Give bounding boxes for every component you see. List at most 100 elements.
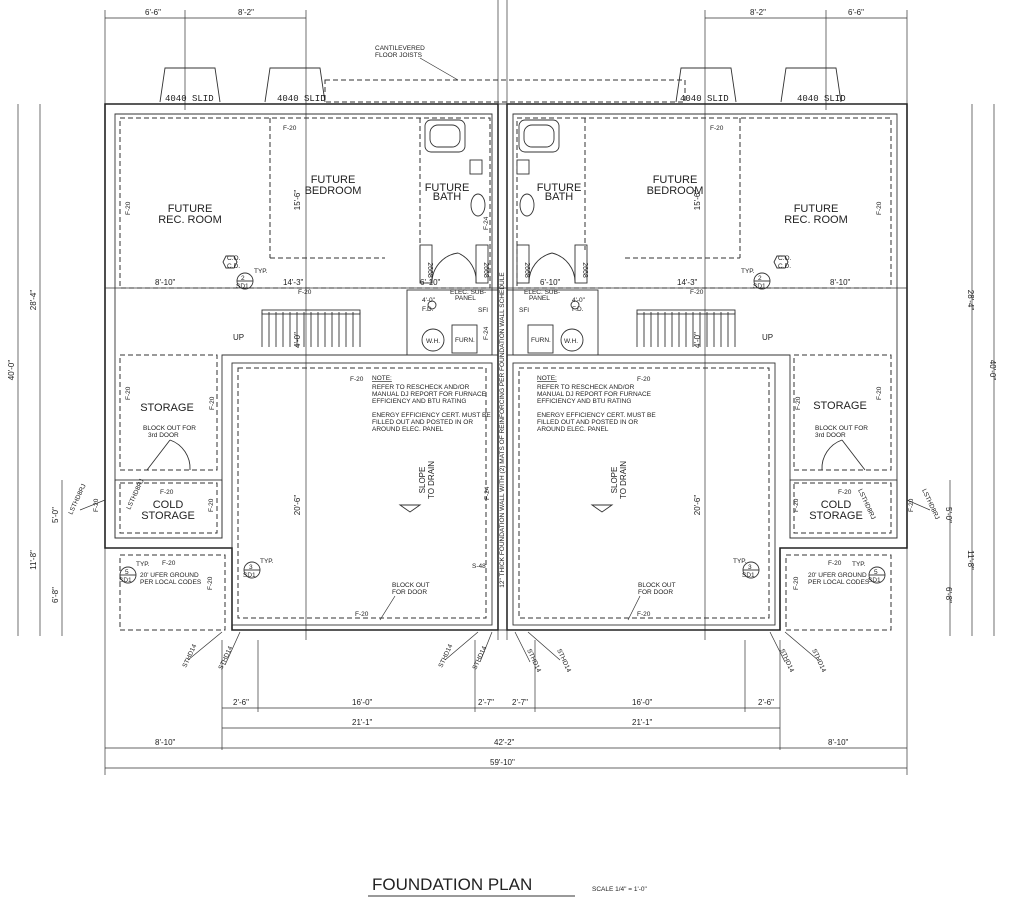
stairs bbox=[261, 309, 736, 347]
f20-1: F-20 bbox=[283, 125, 297, 132]
cold-r-2: STORAGE bbox=[809, 510, 863, 522]
elec-l-1: ELEC. SUB- bbox=[450, 289, 486, 296]
bottom-dimensions: 2'-6" 16'-0" 2'-7" 2'-7" 16'-0" 2'-6" 21… bbox=[105, 640, 907, 769]
block3-r-1: BLOCK OUT FOR bbox=[815, 425, 868, 432]
cold-l-1: COLD bbox=[153, 499, 184, 511]
dim-4-r: 4'-0" bbox=[693, 332, 702, 348]
f20-5: F-20 bbox=[350, 376, 364, 383]
dim-top-r2: 6'-6" bbox=[848, 8, 864, 17]
det-2-l: 2 bbox=[241, 275, 245, 282]
up-r: UP bbox=[762, 333, 773, 342]
dim-6-10-b: 6'-10" bbox=[540, 278, 561, 287]
outer-walls bbox=[104, 103, 908, 631]
dim-15-6-l: 15'-6" bbox=[293, 190, 302, 211]
wh-r: W.H. bbox=[564, 338, 578, 345]
note-line: EFFICIENCY AND BTU RATING bbox=[372, 398, 466, 405]
center-wall-note: 12" THICK FOUNDATION WALL WITH (2) MATS … bbox=[499, 272, 506, 588]
dim-6-8-right: 6'-8" bbox=[944, 587, 953, 603]
dim-top-l2: 8'-2" bbox=[238, 8, 254, 17]
door-label-3: 2668 bbox=[523, 262, 530, 278]
cold-l-2: STORAGE bbox=[141, 510, 195, 522]
f24-3: F-24 bbox=[483, 326, 490, 340]
dim-2-7-b: 2'-7" bbox=[512, 698, 528, 707]
side-dimensions: 40'-0" 28'-4" 11'-8" 5'-0" 6'-8" 40'-0" … bbox=[7, 104, 997, 636]
cantilever-note-2: FLOOR JOISTS bbox=[375, 52, 423, 59]
block3-l-2: 3rd DOOR bbox=[148, 432, 179, 439]
door-label-4: 2668 bbox=[581, 262, 588, 278]
co-r: C.O. bbox=[778, 255, 792, 262]
f20-3: F-20 bbox=[298, 289, 312, 296]
dim-40-right: 40'-0" bbox=[988, 360, 997, 381]
strap-5: STHD14 bbox=[525, 648, 542, 674]
det-sd1-f: SD1 bbox=[868, 577, 881, 584]
f20-9: F-20 bbox=[162, 560, 176, 567]
f20-21: F-20 bbox=[93, 498, 100, 512]
dim-40-left: 40'-0" bbox=[7, 360, 16, 381]
cd-r: C.D. bbox=[778, 263, 791, 270]
slope-l-1: SLOPE bbox=[418, 467, 427, 494]
note-line: ENERGY EFFICIENCY CERT. MUST BE bbox=[537, 412, 656, 419]
up-l: UP bbox=[233, 333, 244, 342]
det-sd1-c: SD1 bbox=[243, 572, 256, 579]
dim-20-6-l: 20'-6" bbox=[293, 495, 302, 516]
det-2-r: 2 bbox=[758, 275, 762, 282]
drawing-title: FOUNDATION PLAN bbox=[372, 875, 532, 894]
window-bays: 4040 SLID 4040 SLID 4040 SLID 4040 SLID bbox=[159, 67, 846, 104]
door-label-1: 2668 bbox=[426, 262, 433, 278]
bedroom-r-2: BEDROOM bbox=[647, 185, 704, 197]
bath-l-2: BATH bbox=[433, 191, 462, 203]
bedroom-l-1: FUTURE bbox=[311, 174, 356, 186]
det-3-l: 3 bbox=[249, 564, 253, 571]
dim-5-left: 5'-0" bbox=[51, 507, 60, 523]
det-sd1-d: SD1 bbox=[742, 572, 755, 579]
fd-dim-r: 4'-0" bbox=[572, 297, 586, 304]
window-label-4: 4040 SLID bbox=[797, 94, 846, 104]
note-line: MANUAL DJ REPORT FOR FURNACE bbox=[537, 391, 652, 398]
f20-18: F-20 bbox=[795, 396, 802, 410]
dim-28-4-left: 28'-4" bbox=[29, 290, 38, 311]
dim-42-2: 42'-2" bbox=[494, 738, 515, 747]
f20-17: F-20 bbox=[209, 396, 216, 410]
mechanical-room bbox=[406, 289, 599, 356]
f20-16: F-20 bbox=[876, 386, 883, 400]
dim-14-3-b: 14'-3" bbox=[677, 278, 698, 287]
f20-2: F-20 bbox=[710, 125, 724, 132]
rec-room-l-2: REC. ROOM bbox=[158, 214, 222, 226]
dim-8-10-d: 8'-10" bbox=[828, 738, 849, 747]
window-label-2: 4040 SLID bbox=[277, 94, 326, 104]
dim-16-a: 16'-0" bbox=[352, 698, 373, 707]
cantilever-note-1: CANTILEVERED bbox=[375, 45, 425, 52]
f24-1: F-24 bbox=[484, 486, 491, 500]
dim-2-6-a: 2'-6" bbox=[233, 698, 249, 707]
furn-l: FURN. bbox=[455, 337, 475, 344]
f20-6: F-20 bbox=[637, 376, 651, 383]
typ-3: TYP. bbox=[260, 558, 274, 565]
dim-15-6-r: 15'-6" bbox=[693, 190, 702, 211]
det-sd1-a: SD1 bbox=[236, 283, 249, 290]
detail-markers bbox=[119, 255, 886, 584]
note-line: REFER TO RESCHECK AND/OR bbox=[372, 384, 470, 391]
dim-top-r1: 8'-2" bbox=[750, 8, 766, 17]
drawing-scale: SCALE 1/4" = 1'-0" bbox=[592, 886, 648, 893]
block-r-2: FOR DOOR bbox=[638, 589, 673, 596]
bath-r-1: FUTURE bbox=[537, 182, 582, 194]
dim-2-7-a: 2'-7" bbox=[478, 698, 494, 707]
furn-r: FURN. bbox=[531, 337, 551, 344]
typ-1: TYP. bbox=[254, 268, 268, 275]
top-dimensions: 6'-6" 8'-2" 8'-2" 6'-6" bbox=[105, 8, 907, 19]
block3-r-2: 3rd DOOR bbox=[815, 432, 846, 439]
typ-4: TYP. bbox=[733, 558, 747, 565]
dim-5-right: 5'-0" bbox=[944, 507, 953, 523]
dim-4-l: 4'-0" bbox=[293, 332, 302, 348]
note-heading: NOTE: bbox=[372, 375, 392, 382]
bedroom-l-2: BEDROOM bbox=[305, 185, 362, 197]
f20-7: F-20 bbox=[160, 489, 174, 496]
elec-l-2: PANEL bbox=[455, 295, 476, 302]
ufer-l-2: PER LOCAL CODES bbox=[140, 579, 202, 586]
elec-r-1: ELEC. SUB- bbox=[524, 289, 560, 296]
note-line: FILLED OUT AND POSTED IN OR bbox=[372, 419, 473, 426]
bedroom-r-1: FUTURE bbox=[653, 174, 698, 186]
dim-2-6-b: 2'-6" bbox=[758, 698, 774, 707]
